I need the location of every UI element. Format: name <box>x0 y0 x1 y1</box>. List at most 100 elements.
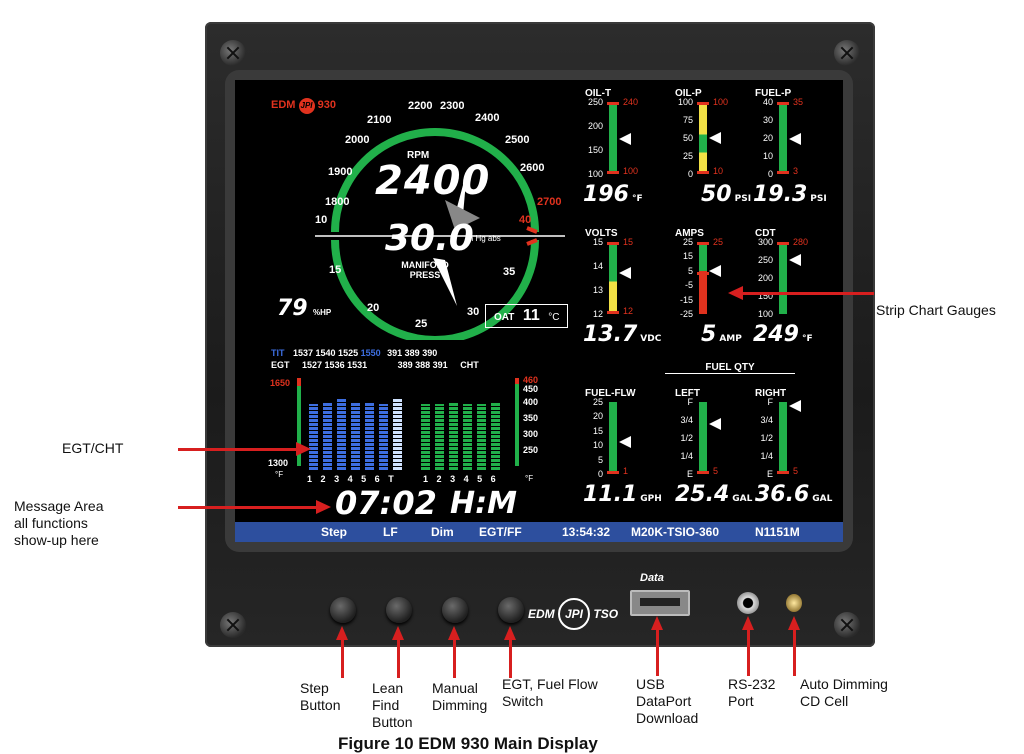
softkey-step[interactable]: Step <box>321 525 348 539</box>
gauge-redline-low-label: 1 <box>623 466 629 476</box>
egt-label: EGT <box>271 360 290 370</box>
manual-dimming-button[interactable] <box>442 597 468 623</box>
oat-value: 11 <box>522 307 540 324</box>
softkey-lf[interactable]: LF <box>383 525 398 539</box>
step-button[interactable] <box>330 597 356 623</box>
callout-line: Switch <box>502 693 544 709</box>
gauge-bar <box>699 402 707 474</box>
gauge-redline-high-label: 25 <box>713 237 724 247</box>
figure-caption: Figure 10 EDM 930 Main Display <box>338 734 598 753</box>
callout-strip-chart: Strip Chart Gauges <box>876 302 996 318</box>
cyl-label: 2 <box>436 474 442 484</box>
gauge-tick-label: -15 <box>679 294 693 305</box>
cht-bar-cyl-5 <box>477 403 486 470</box>
gauge-value: 196°F <box>583 182 643 207</box>
callout-line: Dimming <box>432 697 488 713</box>
gauge-redline-high <box>777 242 789 245</box>
callout-rs232: RS-232 Port <box>728 676 775 710</box>
gauge-redline-low-label: 3 <box>793 166 799 176</box>
gauge-pointer-icon <box>619 133 631 146</box>
rpm-tick-label: 2400 <box>475 112 500 124</box>
gauge-tick-label: 10 <box>592 440 603 451</box>
gauge-pointer-icon <box>789 254 801 266</box>
gauge-tick-label: 300 <box>757 237 773 247</box>
cht-tick-label: 460 <box>523 375 539 385</box>
clock-time: 13:54:32 <box>562 525 611 539</box>
arrow-head-icon <box>742 616 754 630</box>
gauge-bar <box>779 102 787 174</box>
arrow-head-icon <box>296 442 311 456</box>
gauge-redline-high-label: 15 <box>623 237 634 247</box>
cht-unit: °F <box>525 474 534 483</box>
cht-bar-cyl-6 <box>491 401 500 470</box>
gauge-redline-high-label: 100 <box>713 97 729 107</box>
gauge-title: OIL-T <box>585 88 612 99</box>
callout-line: Find <box>372 697 400 713</box>
egt-bar-cyl-3 <box>337 399 346 470</box>
gauge-redline-high-label: 280 <box>793 237 809 247</box>
gauge-pointer-icon <box>789 399 801 412</box>
rpm-tick-label: 2500 <box>505 134 530 146</box>
gauge-tick-label: -25 <box>679 309 693 319</box>
gauge-redline-low-label: 12 <box>623 306 634 316</box>
arrow-usb <box>656 628 659 676</box>
gauge-tick-label: 0 <box>687 169 693 179</box>
bezel-screw-icon <box>834 612 860 638</box>
map-tick-label: 10 <box>315 214 328 226</box>
rpm-tick-label: 2100 <box>367 114 392 126</box>
cht-tick-label: 350 <box>523 413 539 423</box>
map-redline-label: 40 <box>519 214 532 226</box>
gauge-pointer-icon <box>709 417 721 430</box>
callout-line: EGT, Fuel Flow <box>502 676 598 692</box>
rpm-tick-label: 2300 <box>440 100 465 112</box>
gauge-tick-label: 15 <box>592 237 603 247</box>
gauge-tick-label: 40 <box>762 97 773 107</box>
gauge-title: RIGHT <box>755 388 787 399</box>
map-tick-label: 30 <box>467 306 480 318</box>
arrow-head-icon <box>788 616 800 630</box>
softkey-dim[interactable]: Dim <box>431 525 454 539</box>
gauge-tick-label: 5 <box>687 265 693 276</box>
callout-line: show-up here <box>14 532 99 548</box>
egt-bar-cyl-5 <box>365 401 374 470</box>
display-screen: EDM JPI 930 1800 1900 2000 2100 2200 230… <box>235 80 843 542</box>
arrow-message-area <box>178 506 318 509</box>
egt-ff-switch-button[interactable] <box>498 597 524 623</box>
cd-cell-sensor <box>786 594 802 612</box>
gauge-tick-label: E <box>686 469 693 479</box>
gauge-redline-high <box>607 102 619 105</box>
gauge-pointer-icon <box>709 264 721 277</box>
cyl-label: 2 <box>320 474 326 484</box>
gauge-tick-label: 100 <box>677 97 693 107</box>
usb-port[interactable] <box>630 590 690 616</box>
rs232-port[interactable] <box>737 592 759 614</box>
egt-bottom-label: 1300 <box>268 458 289 468</box>
lean-find-button[interactable] <box>386 597 412 623</box>
gauge-bar <box>609 402 617 474</box>
oat-box: OAT 11 °C <box>485 304 569 328</box>
callout-line: RS-232 <box>728 676 776 692</box>
gauge-tick-label: 250 <box>587 97 603 107</box>
gauge-tick-label: 5 <box>597 454 603 465</box>
egt-bar-cyl-6 <box>379 403 388 470</box>
gauge-redline-low <box>697 272 709 276</box>
callout-manual-dimming: Manual Dimming <box>432 680 487 714</box>
gauge-tick-label: 12 <box>592 309 603 319</box>
egt-bar-cyl-1 <box>309 403 318 470</box>
gauge-tick-label: 75 <box>682 115 693 125</box>
gauge-tick-label: 30 <box>762 115 773 125</box>
softkey-egtff[interactable]: EGT/FF <box>479 525 522 539</box>
fuel-qty-label: FUEL QTY <box>665 362 795 374</box>
gauge-tick-label: 3/4 <box>760 415 773 425</box>
